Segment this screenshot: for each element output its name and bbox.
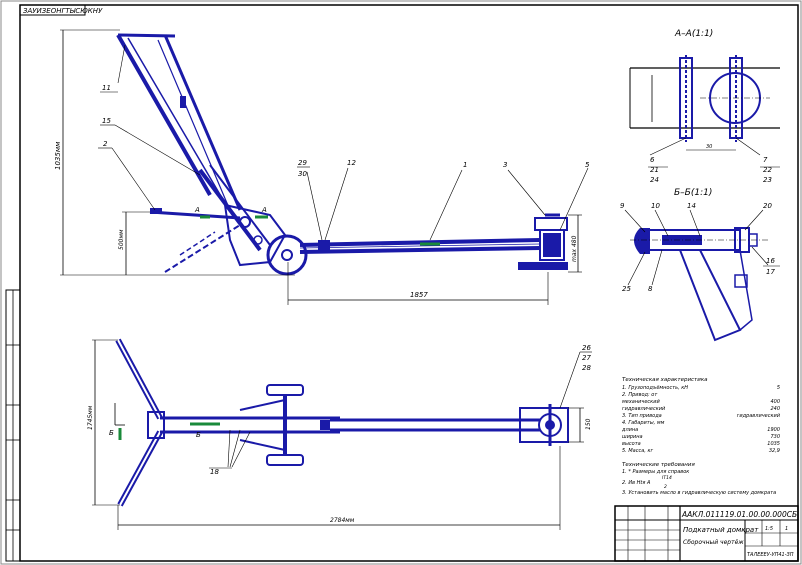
callout-30: 30 <box>298 170 307 178</box>
callout-24: 24 <box>650 176 659 184</box>
callout-18: 18 <box>210 468 219 476</box>
callout-15: 15 <box>102 117 111 125</box>
spec-line: 4. Габариты, мм <box>622 420 665 426</box>
callout-2: 2 <box>103 140 108 148</box>
spec-line: механический <box>622 399 660 405</box>
doc-code: ААКЛ.011119.01.00.00.000СБ <box>681 510 797 519</box>
drawing-name: Подкатный домкрат <box>683 526 759 534</box>
callout-8: 8 <box>648 285 653 293</box>
dim-handle-height: 500мм <box>118 229 125 250</box>
spec-line: 1. Грузоподъёмность, кН <box>622 385 688 391</box>
view-arrow-a-right: А <box>261 206 267 214</box>
inner-frame <box>19 4 799 562</box>
corner-stamp-box <box>19 4 86 16</box>
technical-specs: Техническая характеристика 1. Грузоподъё… <box>621 377 781 496</box>
view-arrow-a-left: А <box>194 206 200 214</box>
callout-22: 22 <box>763 166 772 174</box>
callout-26: 26 <box>582 344 591 352</box>
scale-value: 1:5 <box>765 526 773 532</box>
spec-value: 400 <box>770 399 780 405</box>
title-block <box>614 505 799 562</box>
section-b-title: Б–Б(1:1) <box>674 188 712 198</box>
top-view <box>114 338 569 507</box>
dim-span: 1857 <box>410 291 428 299</box>
callout-17: 17 <box>766 268 775 276</box>
callout-21: 21 <box>650 166 659 174</box>
corner-stamp-text: ЗАУИЗЕОНГТЫСЮКНУ <box>23 7 103 15</box>
section-a-drawing <box>629 55 780 168</box>
spec-value: 730 <box>770 434 780 440</box>
req-1: 1. * Размеры для справок <box>622 469 689 475</box>
spec-value: 1035 <box>767 441 780 447</box>
dim-width-total: 1745мм <box>87 405 94 430</box>
callout-20: 20 <box>763 202 772 210</box>
callout-7: 7 <box>763 156 768 164</box>
side-view-leaders <box>98 44 589 241</box>
req-2-numerator: IT14 <box>662 475 672 481</box>
spec-line: 2. Привод: от <box>622 392 658 398</box>
spec-value: гидравлический <box>737 413 781 419</box>
callout-9: 9 <box>620 202 625 210</box>
req-2-denominator: 2 <box>664 484 667 490</box>
req-title: Технические требования <box>622 462 695 468</box>
spec-value: 1900 <box>767 427 780 433</box>
dim-pin-gap: 30 <box>706 144 712 150</box>
callout-27: 27 <box>582 354 591 362</box>
spec-line: высота <box>622 441 641 447</box>
spec-line: 5. Масса, кг <box>622 448 653 454</box>
dim-lift-height: max 480 <box>571 235 578 262</box>
callout-10: 10 <box>651 202 660 210</box>
callout-16: 16 <box>766 257 775 265</box>
dim-jack-width: 150 <box>585 418 592 430</box>
view-arrow-b-right: Б <box>196 431 201 439</box>
view-arrow-b-left: Б <box>109 429 114 437</box>
spec-title: Техническая характеристика <box>622 377 708 383</box>
organization: ТАЛЕЕЕУ-УП41-ЗП <box>747 552 794 558</box>
callout-23: 23 <box>763 176 772 184</box>
sheet-value: 1 <box>785 526 788 532</box>
spec-line: гидравлический <box>622 406 666 412</box>
spec-value: 240 <box>770 406 780 412</box>
callout-25: 25 <box>622 285 631 293</box>
req-2: 2. Ив Нtя А <box>622 480 651 486</box>
spec-value: 5 <box>777 385 780 391</box>
dim-height-total: 1035мм <box>54 141 62 170</box>
req-3: 3. Установить масло в гидравлическую сис… <box>622 490 776 496</box>
side-view <box>116 33 568 276</box>
side-view-dimensions <box>60 29 582 305</box>
callout-29: 29 <box>298 159 307 167</box>
callout-14: 14 <box>687 202 696 210</box>
callout-11: 11 <box>102 84 111 92</box>
callout-12: 12 <box>347 159 356 167</box>
left-margin-strip <box>5 289 21 562</box>
spec-line: длина <box>621 427 638 433</box>
callout-1: 1 <box>463 161 467 169</box>
spec-line: 3. Тип привода <box>622 413 662 419</box>
spec-value: 32,9 <box>769 448 780 454</box>
callout-3: 3 <box>503 161 507 169</box>
callout-6: 6 <box>650 156 655 164</box>
spec-line: ширина <box>622 434 643 440</box>
top-view-dimensions <box>92 339 592 530</box>
callout-28: 28 <box>582 364 591 372</box>
dim-length-total: 2784мм <box>330 517 355 524</box>
drawing-type: Сборочный чертёж <box>683 539 744 546</box>
section-a-title: А–А(1:1) <box>674 29 713 39</box>
callout-5: 5 <box>585 161 590 169</box>
section-b-drawing <box>624 209 780 342</box>
